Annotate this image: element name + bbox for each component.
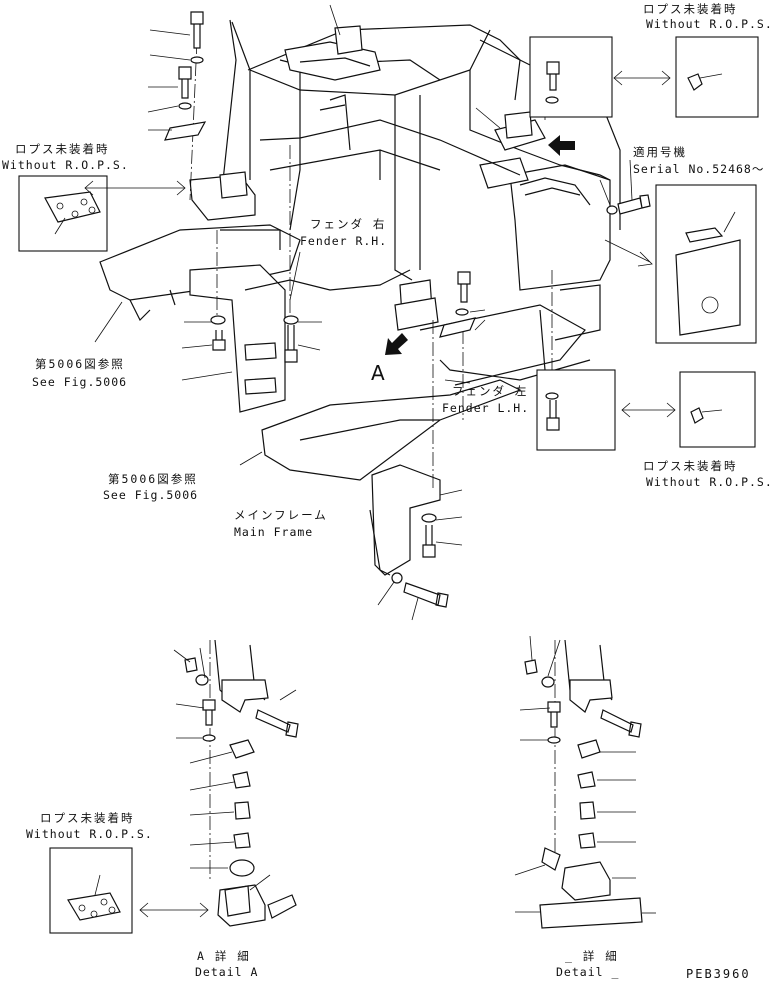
without-rops-label-jp: ロプス未装着時: [643, 459, 738, 473]
fender-lh-label-en: Fender L.H.: [442, 401, 530, 415]
without-rops-label-jp: ロプス未装着時: [15, 142, 110, 156]
detail-a-label-jp: A 詳 細: [197, 949, 251, 963]
detail-b: [514, 635, 656, 929]
detail-b-label-en: Detail _: [556, 965, 620, 979]
fender-rh-label-jp: フェンダ 右: [310, 217, 387, 231]
without-rops-label-jp: ロプス未装着時: [643, 2, 738, 16]
bolt-icon: [190, 11, 204, 49]
arrow-icon: [548, 135, 575, 156]
callout-boxes: [18, 36, 759, 934]
bolt-icon: [178, 66, 192, 99]
main-frame-label-jp: メインフレーム: [234, 508, 328, 522]
arrows: [84, 70, 676, 918]
see-fig-label-jp: 第5006図参照: [35, 357, 125, 371]
nut-icon: [184, 657, 198, 673]
main-frame-label-en: Main Frame: [234, 525, 314, 539]
without-rops-label-jp: ロプス未装着時: [40, 811, 135, 825]
see-fig-label-en: See Fig.5006: [103, 488, 199, 502]
fender-rh-label-en: Fender R.H.: [300, 234, 388, 248]
drawing-code: PEB3960: [686, 967, 751, 981]
washer-icon: [190, 56, 204, 64]
see-fig-label-jp: 第5006図参照: [108, 472, 198, 486]
fender-left: [261, 279, 591, 576]
rops-frame: [221, 19, 621, 341]
fender-lh-label-jp: フェンダ 左: [452, 384, 529, 398]
double-arrow-icon: [84, 180, 186, 196]
detail-a: [173, 639, 299, 927]
view-arrow-label: A: [371, 361, 385, 385]
without-rops-label-en: Without R.O.P.S.: [26, 827, 153, 841]
fender-right: [99, 171, 411, 413]
serial-label-en: Serial No.52468～: [633, 162, 765, 176]
without-rops-label-en: Without R.O.P.S.: [2, 158, 129, 172]
without-rops-label-en: Without R.O.P.S.: [646, 475, 773, 489]
detail-b-label-jp: _ 詳 細: [565, 949, 619, 963]
detail-a-label-en: Detail A: [195, 965, 259, 979]
without-rops-label-en: Without R.O.P.S.: [646, 17, 773, 31]
see-fig-label-en: See Fig.5006: [32, 375, 128, 389]
serial-label-jp: 適用号機: [633, 145, 687, 159]
